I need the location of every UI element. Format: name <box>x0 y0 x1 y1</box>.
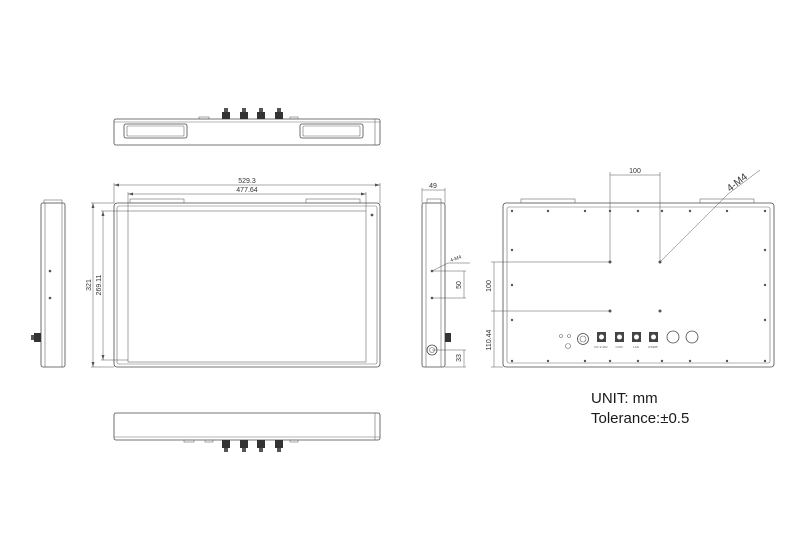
tolerance-note: Tolerance:±0.5 <box>591 410 689 427</box>
rear-view: 100 100 110.44 4-M4 <box>486 168 775 368</box>
dim-side-hole-spacing: 50 <box>456 281 463 289</box>
label-rear-holes: 4-M4 <box>725 171 750 194</box>
left-side-view <box>31 199 66 368</box>
connector-label-lan: LAN <box>633 345 639 349</box>
top-view <box>113 108 381 146</box>
dim-side-bottom: 33 <box>456 354 463 362</box>
top-connectors <box>222 108 283 119</box>
dim-rear-hole-spacing-v: 100 <box>486 280 493 292</box>
rear-perimeter-screws <box>510 209 767 363</box>
bottom-view <box>113 412 381 452</box>
dim-rear-hole-spacing-h: 100 <box>629 168 641 175</box>
label-side-holes: 4-M4 <box>450 254 463 264</box>
dim-front-inner-width: 477.64 <box>236 187 258 194</box>
connector-label-rs485: RS485 <box>648 345 658 349</box>
right-side-view: 49 50 33 4-M4 <box>421 183 470 368</box>
dim-front-height: 321 <box>86 279 93 291</box>
connector-label-power: DC 9-36V <box>594 345 607 349</box>
rear-connectors: DC 9-36V COM LAN RS485 <box>559 330 699 349</box>
connector-label-com: COM <box>616 345 624 349</box>
dim-rear-bottom: 110.44 <box>486 329 493 350</box>
dim-side-depth: 49 <box>429 183 437 190</box>
dim-front-inner-height: 269.11 <box>96 274 103 295</box>
dim-front-width: 529.3 <box>238 178 256 185</box>
front-view: 529.3 477.64 321 269.11 <box>86 178 381 368</box>
bottom-connectors <box>222 440 283 452</box>
unit-note: UNIT: mm <box>591 390 658 407</box>
